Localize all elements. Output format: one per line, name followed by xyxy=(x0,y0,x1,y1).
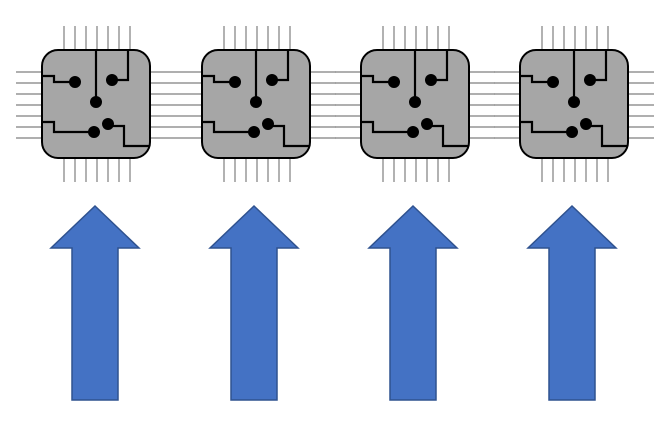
chip-node xyxy=(580,118,592,130)
chip-node xyxy=(106,74,118,86)
trace-lower-left xyxy=(520,120,550,134)
chip-node xyxy=(407,126,419,138)
chip-node xyxy=(547,76,559,88)
chip-node xyxy=(421,118,433,130)
chip-nodes xyxy=(547,74,596,138)
up-arrow-icon xyxy=(208,204,300,401)
microchip-icon xyxy=(494,26,654,182)
chip-pins xyxy=(16,26,176,182)
chip-node xyxy=(229,76,241,88)
chip-traces xyxy=(42,50,150,148)
microchip-icon xyxy=(16,26,176,182)
chip-nodes xyxy=(388,74,437,138)
chip-node xyxy=(568,96,580,108)
trace-upper-left xyxy=(361,74,394,84)
chip-node xyxy=(90,96,102,108)
chip-node xyxy=(69,76,81,88)
trace-upper-left xyxy=(520,74,553,84)
chip-node xyxy=(266,74,278,86)
chip-node xyxy=(102,118,114,130)
chip-node xyxy=(409,96,421,108)
trace-lower-left xyxy=(202,120,232,134)
chip-node xyxy=(88,126,100,138)
trace-lower-right xyxy=(586,124,628,148)
chip-pins xyxy=(335,26,495,182)
trace-lower-left xyxy=(361,120,391,134)
chip-pins xyxy=(494,26,654,182)
chip-pins xyxy=(176,26,336,182)
up-arrow-icon xyxy=(526,204,618,401)
chip-node xyxy=(584,74,596,86)
microchip-icon xyxy=(176,26,336,182)
chip-node xyxy=(250,96,262,108)
arrows-row xyxy=(49,204,618,401)
chip-traces xyxy=(361,50,469,148)
chips-row xyxy=(16,26,654,182)
chip-node xyxy=(425,74,437,86)
chip-nodes xyxy=(229,74,278,138)
chip-node xyxy=(248,126,260,138)
chip-node xyxy=(262,118,274,130)
trace-lower-right xyxy=(268,124,310,148)
microchip-icon xyxy=(335,26,495,182)
trace-lower-right xyxy=(427,124,469,148)
trace-upper-left xyxy=(202,74,235,84)
up-arrow-icon xyxy=(367,204,459,401)
up-arrow-icon xyxy=(49,204,141,401)
chip-node xyxy=(566,126,578,138)
chip-node xyxy=(388,76,400,88)
chip-nodes xyxy=(69,74,118,138)
trace-upper-left xyxy=(42,74,75,84)
trace-lower-right xyxy=(108,124,150,148)
trace-lower-left xyxy=(42,120,72,134)
